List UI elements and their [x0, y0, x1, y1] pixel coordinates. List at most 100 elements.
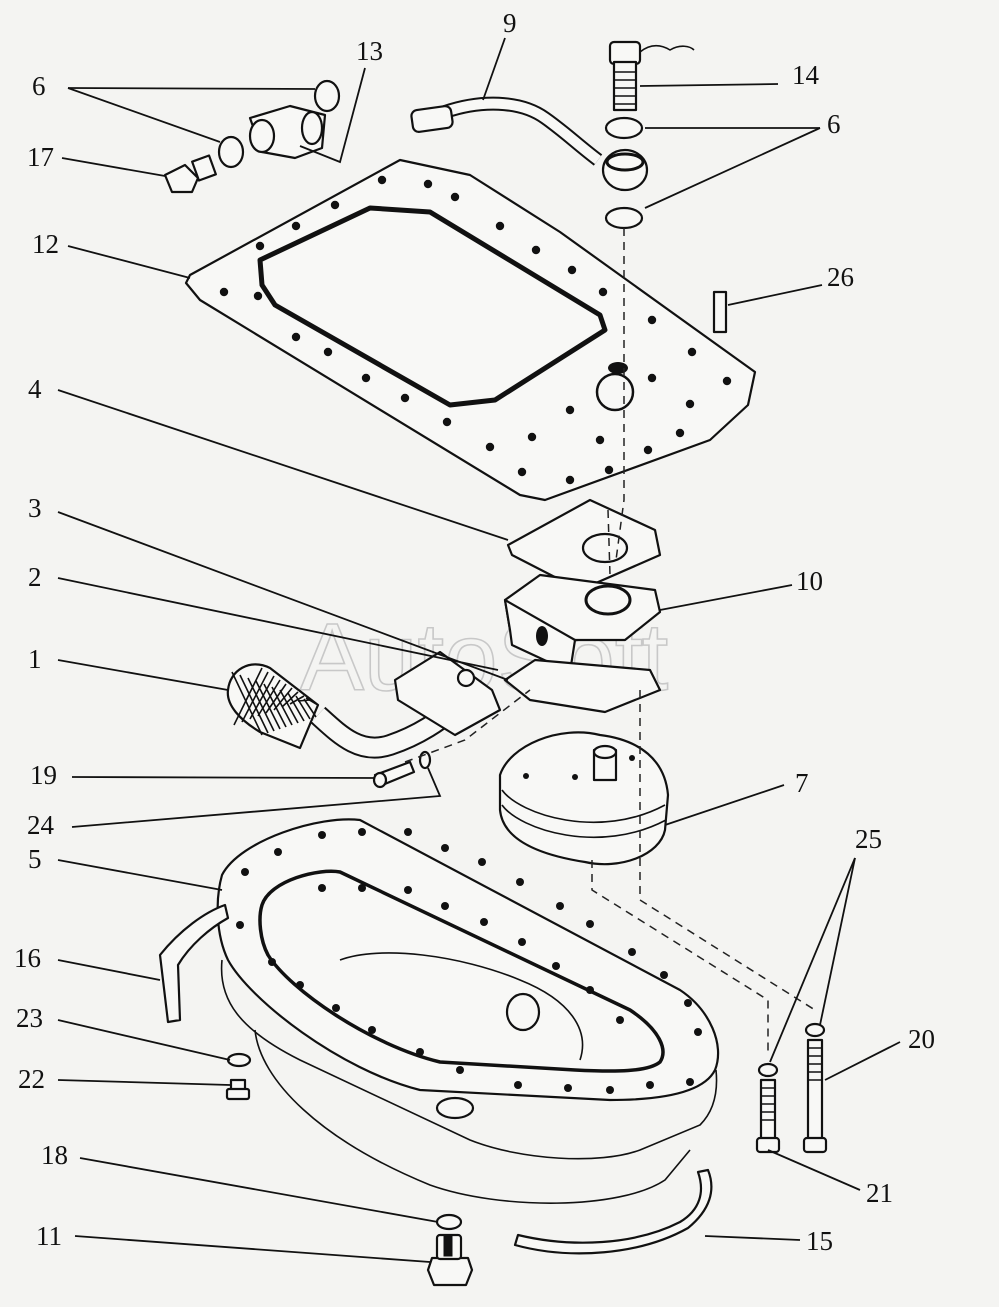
mesh-line — [279, 689, 299, 724]
bolt-hole — [598, 287, 608, 297]
callout-25: 25 — [855, 824, 882, 854]
callout-22: 22 — [18, 1064, 45, 1094]
bolt-hole — [556, 902, 564, 910]
callout-18: 18 — [41, 1140, 68, 1170]
bolt-hole — [595, 435, 605, 445]
callout-23: 23 — [16, 1003, 43, 1033]
callout-3: 3 — [28, 493, 42, 523]
bolt-hole — [368, 1026, 376, 1034]
callout-26: 26 — [827, 262, 854, 292]
short-bolt — [755, 1078, 781, 1154]
callout-7: 7 — [795, 768, 809, 798]
bolt-hole — [643, 445, 653, 455]
callout-11: 11 — [36, 1221, 62, 1251]
bolt-hole — [361, 373, 371, 383]
bolt-hole — [480, 918, 488, 926]
callout-24: 24 — [27, 810, 55, 840]
bolt-hole — [552, 962, 560, 970]
mesh-line — [231, 671, 263, 736]
bolt-hole — [675, 428, 685, 438]
mesh-line — [273, 687, 293, 711]
callout-2: 2 — [28, 562, 42, 592]
bolt-hole — [722, 376, 732, 386]
bolt-hole — [518, 938, 526, 946]
washer — [313, 79, 341, 113]
callout-19: 19 — [30, 760, 57, 790]
bolt-hole — [485, 442, 495, 452]
callout-16: 16 — [14, 943, 41, 973]
bolt-hole — [330, 200, 340, 210]
bolt-hole — [323, 347, 333, 357]
bolt-hole — [686, 1078, 694, 1086]
bolt-hole — [565, 405, 575, 415]
elbow-fitting — [248, 104, 327, 160]
banjo-bolt — [608, 40, 695, 112]
bolt-hole — [296, 981, 304, 989]
lower-gasket — [503, 658, 662, 714]
bolt-hole — [255, 241, 265, 251]
oil-strainer — [226, 650, 502, 759]
bolt-hole — [527, 432, 537, 442]
bolt-hole — [628, 948, 636, 956]
bolt-hole — [564, 1084, 572, 1092]
mesh-line — [295, 695, 311, 720]
mesh-line — [239, 674, 269, 734]
bolt-hole — [456, 1066, 464, 1074]
bolt-hole — [687, 347, 697, 357]
mesh-line — [257, 679, 281, 717]
bolt-hole — [441, 844, 449, 852]
bolt-hole — [694, 1028, 702, 1036]
strainer-bolt — [372, 760, 416, 789]
bolt-hole — [318, 831, 326, 839]
callout-6: 6 — [32, 71, 46, 101]
bolt-hole — [604, 465, 614, 475]
gasket-port — [581, 532, 629, 564]
bolt-hole — [219, 287, 229, 297]
bolt-hole — [400, 393, 410, 403]
bolt-hole — [495, 221, 505, 231]
long-bolt — [802, 1038, 828, 1154]
bolt-hole — [358, 884, 366, 892]
bolt-washer — [804, 1022, 826, 1038]
bolt-hole — [685, 399, 695, 409]
sump-gasket — [216, 818, 720, 1102]
callout-17: 17 — [27, 142, 54, 172]
mesh-line — [297, 699, 311, 702]
bolt-hole — [377, 175, 387, 185]
assembly-lines — [404, 228, 816, 1055]
bolt-hole — [441, 902, 449, 910]
oil-pipe — [410, 96, 649, 192]
bolt-hole — [291, 221, 301, 231]
drain-washer — [435, 1213, 463, 1231]
sump-plug-small — [225, 1078, 251, 1101]
valve-body — [503, 573, 662, 674]
mesh-line — [287, 692, 305, 722]
callout-5: 5 — [28, 844, 42, 874]
bolt-hole — [586, 920, 594, 928]
mesh-line — [233, 667, 263, 726]
upper-gasket-plate — [184, 158, 757, 502]
sealing-washer — [226, 1052, 252, 1068]
mesh-line — [303, 698, 317, 718]
seal-strip-left — [158, 903, 230, 1024]
bolt-hole — [332, 1004, 340, 1012]
bolt-hole — [567, 265, 577, 275]
bolt-hole — [423, 179, 433, 189]
bolt-hole — [514, 1081, 522, 1089]
callout-10: 10 — [796, 566, 823, 596]
bolt-hole — [565, 475, 575, 485]
leader-lines — [57, 37, 901, 1263]
mesh-line — [263, 683, 287, 728]
bolt-hole — [241, 868, 249, 876]
mesh-line — [255, 680, 281, 730]
callout-13: 13 — [356, 36, 383, 66]
mesh-line — [249, 675, 275, 720]
washer — [604, 206, 644, 230]
mesh-line — [247, 677, 275, 732]
bolt-hole — [253, 291, 263, 301]
bolt-hole — [450, 192, 460, 202]
callout-20: 20 — [908, 1024, 935, 1054]
callout-14: 14 — [792, 60, 820, 90]
bolt-hole — [416, 1048, 424, 1056]
